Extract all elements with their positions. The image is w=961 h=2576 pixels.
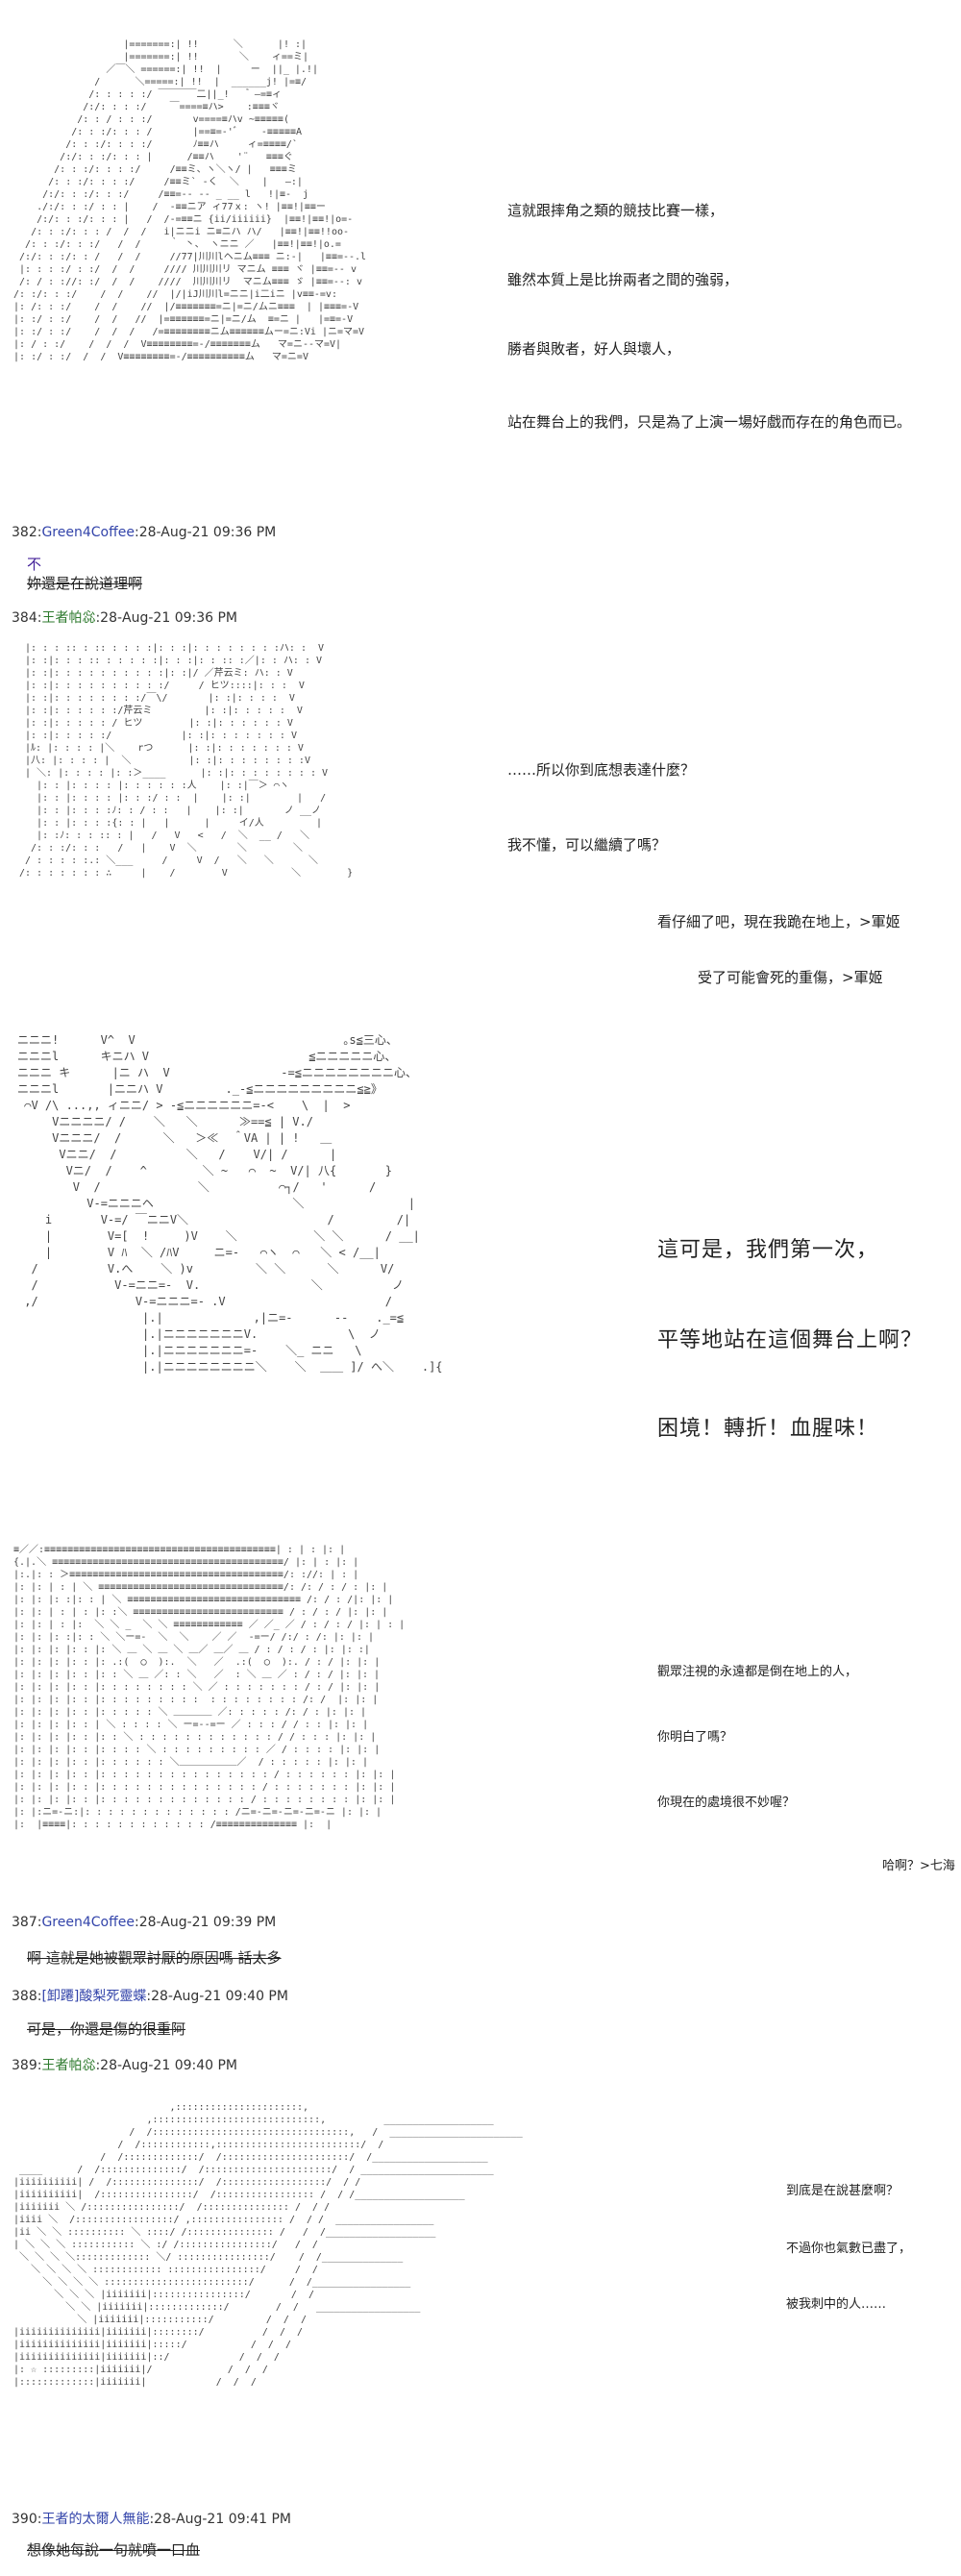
post-390: 390:王者的太爾人無能:28-Aug-21 09:41 PM 想像她每說一句就…	[0, 2503, 961, 2576]
ascii-art-kneeling-girl: |: : : :: : :: : : : :|: : :|: : : : : :…	[19, 643, 354, 879]
art-label: VA	[243, 1131, 259, 1145]
comment-line: 不	[27, 556, 42, 573]
post-number: 384:	[12, 610, 42, 626]
post-number: 382:	[12, 525, 42, 540]
post-date: :28-Aug-21 09:36 PM	[134, 525, 277, 540]
post-387: 387:Green4Coffee:28-Aug-21 09:39 PM 啊 這就…	[0, 1907, 961, 1974]
post-header: 389:王者帕惢:28-Aug-21 09:40 PM	[12, 2055, 237, 2074]
caption-2: 雖然本質上是比拚兩者之間的強弱，	[507, 271, 739, 288]
caption-3: 你現在的處境很不妙喔？	[657, 1796, 796, 1810]
post-header: 384:王者帕惢:28-Aug-21 09:36 PM	[12, 607, 237, 627]
post-number: 390:	[12, 2512, 42, 2527]
caption-1: 這就跟摔角之類的競技比賽一樣，	[507, 202, 725, 219]
comment-line: 妳還是在說道理啊	[27, 575, 143, 592]
art-label: 芹云ミ	[123, 706, 153, 716]
poster-name[interactable]: 王者的太爾人無能	[41, 2512, 150, 2527]
panel-4: ≡／／:≡≡≡≡≡≡≡≡≡≡≡≡≡≡≡≡≡≡≡≡≡≡≡≡≡≡≡≡≡≡≡≡≡≡≡≡…	[0, 1538, 961, 1884]
panel-3: ニニニ! V^ V ｡s≦三心、 ニニニl キニハ V ≦ニニニニニ心、 ニニニ…	[0, 1009, 961, 1528]
caption-1: ……所以你到底想表達什麼？	[507, 761, 696, 779]
caption-3: 看仔細了吧，現在我跪在地上，>軍姬	[657, 913, 900, 930]
post-header: 388:[卸蹮]酸梨死靈蝶:28-Aug-21 09:40 PM	[12, 1986, 288, 2005]
caption-4: 受了可能會死的重傷，>軍姬	[698, 969, 883, 986]
post-header: 390:王者的太爾人無能:28-Aug-21 09:41 PM	[12, 2509, 291, 2528]
ascii-art-face-closeup: ≡／／:≡≡≡≡≡≡≡≡≡≡≡≡≡≡≡≡≡≡≡≡≡≡≡≡≡≡≡≡≡≡≡≡≡≡≡≡…	[13, 1545, 406, 1830]
caption-3: 勝者與敗者，好人與壞人，	[507, 340, 681, 358]
post-number: 389:	[12, 2058, 42, 2073]
poster-name[interactable]: [卸蹮]酸梨死靈蝶	[41, 1989, 147, 2004]
art-label: 芹云ミ	[213, 668, 243, 679]
caption-3: 被我刺中的人……	[786, 2297, 887, 2312]
poster-name[interactable]: 王者帕惢	[41, 610, 96, 626]
art-label: ヒツ	[209, 681, 230, 691]
comment-line: 啊 這就是她被觀眾討厭的原因嗎 話太多	[27, 1949, 282, 1967]
ascii-art-wrestler: |=======:| !! ＼ |! :| |=======:| !! ＼ ィ=…	[13, 39, 367, 362]
poster-name[interactable]: Green4Coffee	[41, 1915, 135, 1930]
post-header: 382:Green4Coffee:28-Aug-21 09:36 PM	[12, 525, 276, 540]
caption-2: 不過你也氣數已盡了，	[786, 2242, 912, 2256]
post-number: 388:	[12, 1989, 42, 2004]
panel-1: |=======:| !! ＼ |! :| |=======:| !! ＼ ィ=…	[0, 0, 961, 500]
post-382: 382:Green4Coffee:28-Aug-21 09:36 PM 不 妳還…	[0, 519, 961, 592]
post-number: 387:	[12, 1915, 42, 1930]
caption-1: 這可是，我們第一次，	[657, 1238, 879, 1262]
poster-name[interactable]: 王者帕惢	[41, 2058, 96, 2073]
ascii-art-lunging-character: ,::::::::::::::::::::::, ,::::::::::::::…	[13, 2102, 523, 2388]
post-date: :28-Aug-21 09:39 PM	[134, 1915, 277, 1930]
post-388: 388:[卸蹮]酸梨死靈蝶:28-Aug-21 09:40 PM 可是，你還是傷…	[0, 1978, 961, 2045]
caption-2: 平等地站在這個舞台上啊？	[657, 1328, 924, 1352]
comment-line: 可是，你還是傷的很重阿	[27, 2020, 186, 2038]
caption-1: 到底是在說甚麼啊？	[786, 2184, 899, 2198]
poster-name[interactable]: Green4Coffee	[41, 525, 135, 540]
post-date: :28-Aug-21 09:40 PM	[95, 2058, 238, 2073]
caption-3: 困境！轉折！血腥味！	[657, 1417, 879, 1441]
post-date: :28-Aug-21 09:36 PM	[95, 610, 238, 626]
post-header: 387:Green4Coffee:28-Aug-21 09:39 PM	[12, 1915, 276, 1930]
post-date: :28-Aug-21 09:41 PM	[149, 2512, 292, 2527]
post-389: 389:王者帕惢:28-Aug-21 09:40 PM ,:::::::::::…	[0, 2047, 961, 2499]
post-384: 384:王者帕惢:28-Aug-21 09:36 PM |: : : :: : …	[0, 590, 961, 994]
art-label: rつ	[137, 743, 154, 754]
caption-4: 站在舞台上的我們，只是為了上演一場好戲而存在的角色而已。	[507, 413, 912, 431]
caption-4: 哈啊？>七海	[882, 1859, 955, 1873]
caption-2: 你明白了嗎？	[657, 1730, 733, 1745]
caption-1: 觀眾注視的永遠都是倒在地上的人，	[657, 1665, 858, 1679]
art-label: ヒツ	[123, 718, 143, 729]
caption-2: 我不懂，可以繼續了嗎？	[507, 836, 667, 854]
comment-line: 想像她每說一句就噴一口血	[27, 2541, 201, 2559]
post-date: :28-Aug-21 09:40 PM	[146, 1989, 288, 2004]
ascii-art-hat-character: ニニニ! V^ V ｡s≦三心、 ニニニl キニハ V ≦ニニニニニ心、 ニニニ…	[17, 1033, 443, 1374]
